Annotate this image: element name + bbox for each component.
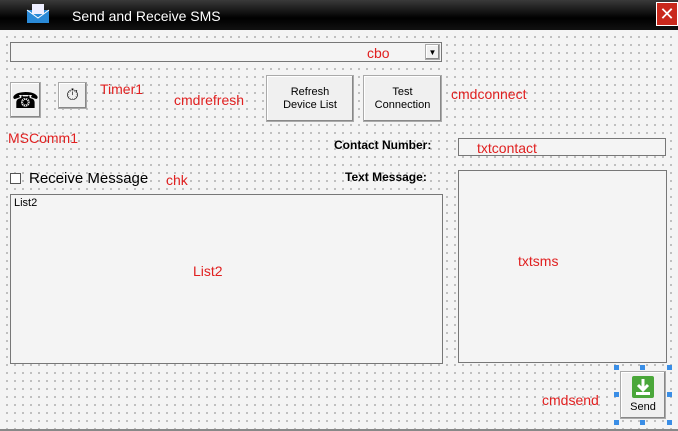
chk-label: chk (166, 172, 188, 188)
timer1-label: Timer1 (100, 81, 144, 97)
selection-handle[interactable] (614, 420, 619, 425)
txtsms-textarea[interactable]: txtsms (458, 170, 667, 363)
timer-stopwatch-icon[interactable]: ⏱ (58, 82, 87, 109)
txtcontact-label: txtcontact (477, 140, 537, 156)
contact-number-label: Contact Number: (334, 138, 432, 152)
download-arrow-icon (632, 376, 654, 398)
cmdsend-label: cmdsend (542, 392, 599, 408)
txtcontact-input[interactable]: txtcontact (458, 138, 666, 156)
list-item[interactable]: List2 (14, 197, 38, 209)
selection-handle[interactable] (614, 392, 619, 397)
close-icon[interactable]: ✕ (656, 2, 678, 26)
selection-handle[interactable] (640, 420, 645, 425)
selection-handle[interactable] (667, 365, 672, 370)
test-connection-button[interactable]: Test Connection (363, 75, 442, 122)
cbo-label: cbo (367, 45, 390, 61)
title-bar: Send and Receive SMS ✕ (0, 0, 678, 30)
list2-listbox[interactable]: List2 List2 (10, 194, 443, 364)
mscomm-phone-icon[interactable]: ☎ (10, 82, 41, 118)
form-designer: cbo ▼ ☎ ⏱ Timer1 cmdrefresh Refresh Devi… (0, 30, 678, 431)
selection-handle[interactable] (667, 420, 672, 425)
chevron-down-icon[interactable]: ▼ (425, 44, 440, 60)
receive-message-checkbox[interactable] (10, 173, 21, 184)
text-message-label: Text Message: (345, 170, 427, 184)
send-button[interactable]: Send (620, 371, 666, 419)
refresh-device-list-button[interactable]: Refresh Device List (266, 75, 354, 122)
selection-handle[interactable] (640, 365, 645, 370)
receive-message-label[interactable]: Receive Message (29, 170, 149, 187)
cbo-combobox[interactable]: cbo ▼ (10, 42, 442, 62)
selection-handle[interactable] (667, 392, 672, 397)
txtsms-label: txtsms (518, 253, 559, 269)
selection-handle[interactable] (614, 365, 619, 370)
cmdrefresh-label: cmdrefresh (174, 92, 245, 108)
envelope-icon (26, 4, 50, 23)
window-title: Send and Receive SMS (72, 8, 221, 24)
cmdconnect-label: cmdconnect (451, 86, 527, 102)
mscomm1-label: MSComm1 (8, 130, 79, 146)
refresh-button-label: Refresh Device List (283, 85, 337, 111)
send-button-label: Send (630, 401, 656, 413)
list2-label: List2 (193, 263, 223, 279)
test-button-label: Test Connection (374, 85, 431, 111)
